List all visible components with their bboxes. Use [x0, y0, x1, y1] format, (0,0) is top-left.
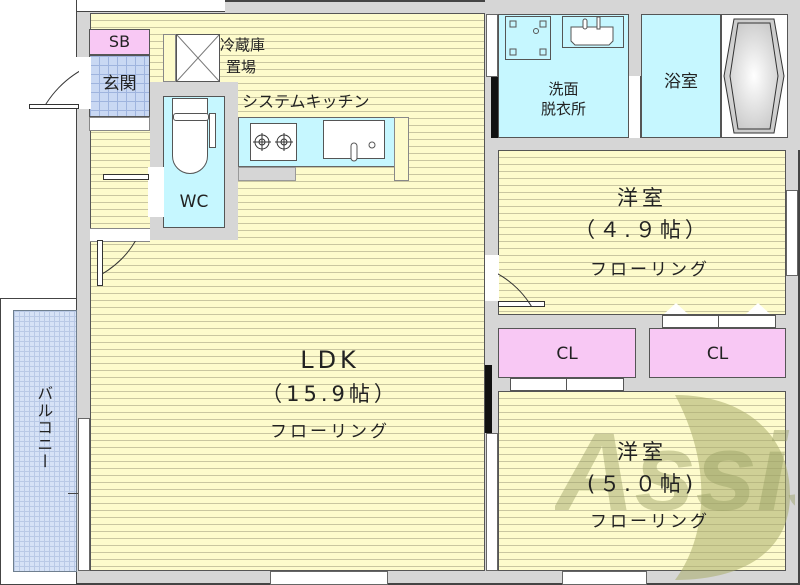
hall-door-leaf[interactable]: [97, 240, 103, 286]
fridge-label-2: 置場: [226, 58, 257, 76]
ldk-size: （15.9帖）: [261, 382, 399, 406]
room-washroom: [498, 14, 629, 138]
closet2-doors[interactable]: [662, 315, 776, 328]
western1-size: （４.９帖）: [574, 218, 710, 242]
closet1-doors[interactable]: [510, 378, 624, 391]
western2-name: 洋室: [617, 440, 667, 464]
ldk-balcony-window[interactable]: [78, 418, 90, 571]
ldk-south-window[interactable]: [270, 571, 388, 585]
western2-size: (５.０帖): [586, 472, 698, 496]
fridge-shelf: [163, 34, 176, 82]
room-closet-1: [498, 328, 636, 378]
closet1-label: CL: [556, 344, 578, 364]
ldk-name: LDK: [300, 346, 360, 374]
closet2-arrow-2-icon: [746, 303, 770, 314]
closet2-door-divider: [718, 315, 719, 328]
room-closet-2: [649, 328, 786, 378]
room-western-1: [498, 150, 786, 315]
kitchen-sink: [323, 120, 385, 162]
balcony-label: バルコニー: [34, 385, 54, 470]
wc-label: WC: [179, 192, 209, 212]
front-door-leaf: [29, 104, 79, 109]
stove-burners-icon: [253, 133, 293, 151]
entrance-step: [89, 117, 150, 131]
front-door-opening: [75, 57, 91, 109]
wc-door-opening: [148, 167, 164, 217]
bathtub-icon: [723, 18, 785, 134]
washroom-sliding-door[interactable]: [486, 14, 498, 77]
western2-south-window[interactable]: [562, 571, 647, 585]
fridge-space: [176, 34, 220, 82]
western1-floor: フローリング: [590, 260, 710, 280]
ldk-western2-divider: [485, 365, 492, 433]
bathroom-label: 浴室: [664, 72, 698, 92]
bathtub: [721, 14, 788, 138]
closet2-arrow-1-icon: [664, 303, 688, 314]
western1-door-opening: [485, 255, 499, 301]
washroom-label-1: 洗面: [548, 80, 579, 98]
wash-basin: [562, 16, 624, 48]
sink-faucet-icon: [350, 141, 376, 162]
ldk-western2-sliding-door[interactable]: [486, 433, 498, 571]
western1-window[interactable]: [786, 190, 798, 276]
bathroom-door[interactable]: [628, 76, 641, 138]
toilet-tank: [173, 113, 209, 121]
entrance-label: 玄関: [102, 74, 137, 94]
kitchen-label: システムキッチン: [242, 92, 370, 111]
washing-machine: [505, 16, 551, 60]
closet1-door-divider: [566, 378, 567, 391]
toilet-icon: [172, 98, 208, 174]
western1-name: 洋室: [617, 186, 667, 210]
fridge-label-1: 冷蔵庫: [220, 36, 266, 54]
washing-machine-icon: [509, 20, 547, 56]
room-sb: [89, 29, 150, 55]
washroom-door-frame: [491, 77, 498, 138]
kitchen-base: [238, 167, 296, 181]
stove: [250, 123, 297, 161]
room-entrance: [89, 55, 150, 117]
exterior-left: [0, 0, 77, 298]
western2-floor: フローリング: [590, 512, 710, 532]
wc-paper-holder: [209, 113, 216, 148]
balcony: [13, 310, 77, 572]
closet2-label: CL: [706, 344, 729, 364]
kitchen-counter-end: [394, 117, 409, 181]
ldk-floor: フローリング: [270, 422, 390, 442]
fridge-cross-icon: [176, 34, 220, 82]
washroom-label-2: 脱衣所: [540, 100, 586, 118]
room-bathroom: [641, 14, 721, 138]
wash-basin-icon: [570, 16, 614, 46]
sb-label: SB: [108, 32, 131, 51]
exterior-notch: [75, 0, 225, 12]
